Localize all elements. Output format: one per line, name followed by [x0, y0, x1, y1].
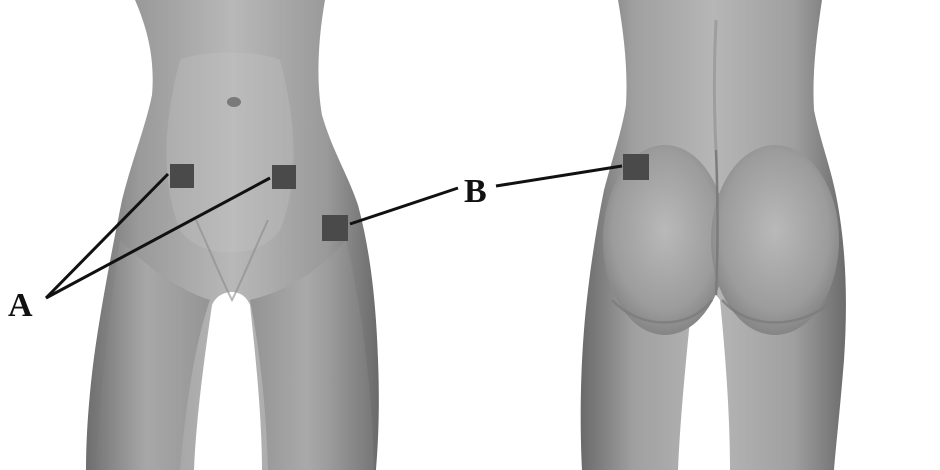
leader-b-back [496, 166, 622, 186]
site-b-front-marker [322, 215, 348, 241]
leader-b-front [350, 188, 458, 224]
navel [227, 97, 241, 107]
back-view-figure [581, 0, 846, 470]
spine-groove [715, 20, 717, 150]
label-b: B [464, 173, 487, 210]
site-b-back-marker [623, 154, 649, 180]
label-a: A [8, 287, 33, 324]
site-a-left-marker [170, 164, 194, 188]
site-a-right-marker [272, 165, 296, 189]
left-glute [603, 145, 727, 335]
